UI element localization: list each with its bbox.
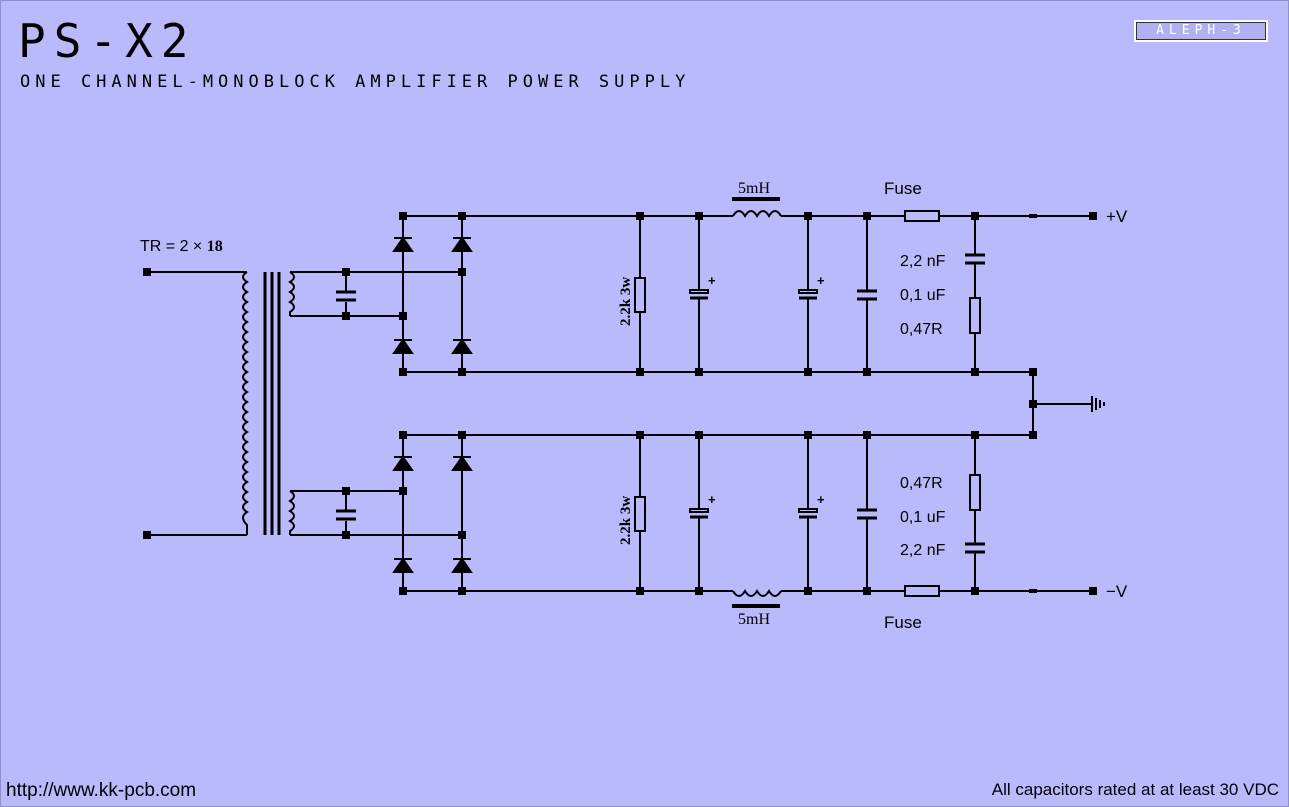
positive-rail-label: +V xyxy=(1106,207,1128,226)
film-cap-bottom-label: 0,1 uF xyxy=(900,509,946,526)
resistor-top-label: 2.2k 3w xyxy=(618,277,634,326)
diode-icon xyxy=(392,236,414,252)
footer-url: http://www.kk-pcb.com xyxy=(6,780,197,801)
inductor-bottom-coil xyxy=(732,589,782,597)
snubber-cap-bottom-label: 2,2 nF xyxy=(900,542,946,559)
diode-icon xyxy=(451,557,473,573)
transformer-label: TR = 2 × 18 xyxy=(140,238,223,255)
cap-plus-sign: + xyxy=(817,273,825,288)
cap-plus-sign: + xyxy=(817,492,825,507)
diode-icon xyxy=(392,557,414,573)
inductor-top-bar xyxy=(732,197,780,201)
resistor-bottom-label: 2.2k 3w xyxy=(618,496,634,545)
inductor-bottom-bar xyxy=(732,604,780,608)
footer-note: All capacitors rated at at least 30 VDC xyxy=(991,780,1279,799)
fuse-top-label: Fuse xyxy=(884,179,922,198)
primary-winding xyxy=(242,271,249,535)
inductor-top-coil xyxy=(732,210,782,218)
diode-icon xyxy=(451,236,473,252)
secondary-winding-bottom xyxy=(288,490,295,535)
fuse-bottom-label: Fuse xyxy=(884,613,922,632)
cap-plus-sign: + xyxy=(708,492,716,507)
secondary-winding-top xyxy=(288,271,295,316)
negative-rail-label: −V xyxy=(1106,582,1128,601)
diode-icon xyxy=(392,338,414,354)
inductor-bottom-label: 5mH xyxy=(738,611,770,628)
snubber-resistor-bottom-label: 0,47R xyxy=(900,475,943,492)
snubber-cap-top-label: 2,2 nF xyxy=(900,253,946,270)
diode-icon xyxy=(451,455,473,471)
junction-dots xyxy=(143,212,1097,595)
film-cap-top-label: 0,1 uF xyxy=(900,287,946,304)
inductor-top-label: 5mH xyxy=(738,180,770,197)
diode-icon xyxy=(392,455,414,471)
cap-plus-sign: + xyxy=(708,273,716,288)
page-title: PS-X2 xyxy=(18,14,197,68)
snubber-resistor-top-label: 0,47R xyxy=(900,321,943,338)
diode-icon xyxy=(451,338,473,354)
page-subtitle: ONE CHANNEL-MONOBLOCK AMPLIFIER POWER SU… xyxy=(20,72,691,92)
model-badge: ALEPH-3 xyxy=(1134,20,1268,42)
